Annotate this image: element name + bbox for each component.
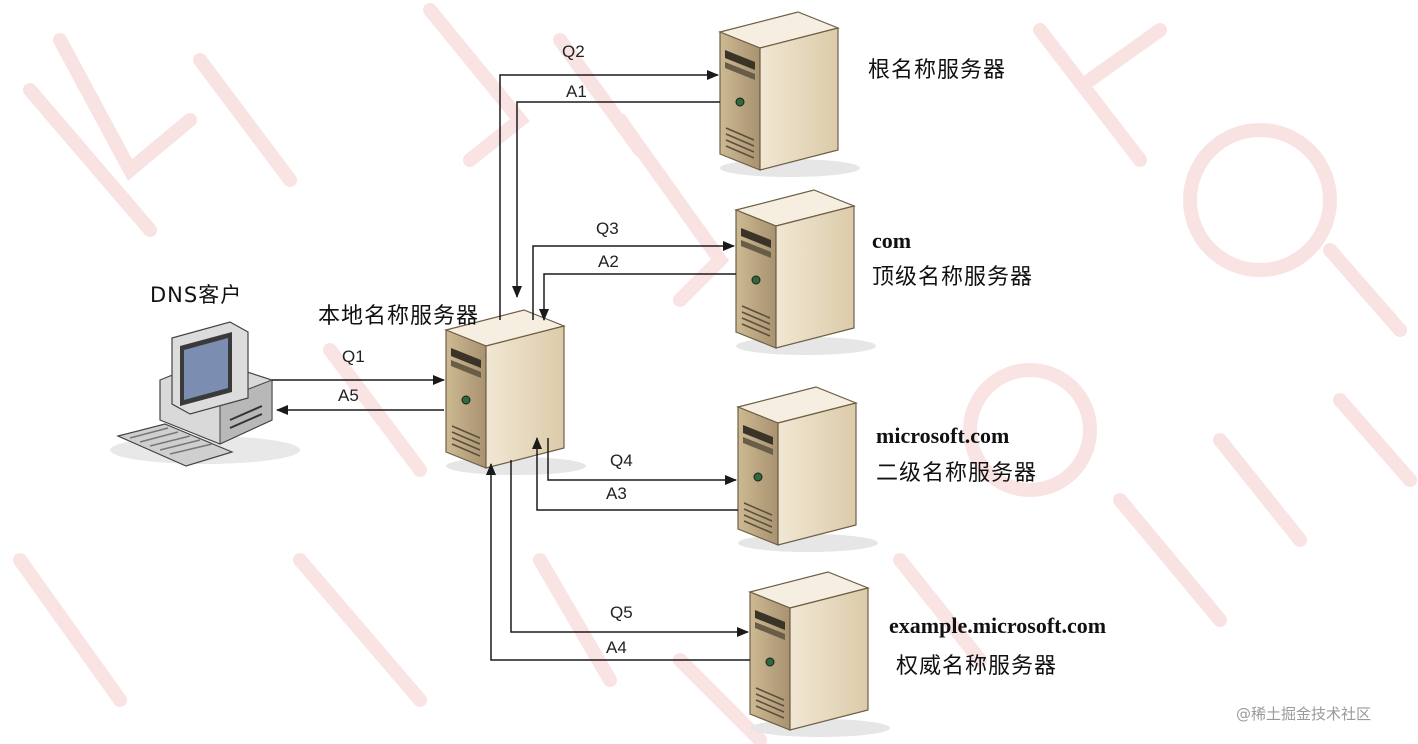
q2-arrow [499, 70, 719, 320]
source-credit: @稀土掘金技术社区 [1236, 705, 1372, 723]
a3-arrow [532, 437, 738, 511]
root-server-icon [719, 11, 861, 178]
com-domain-label: com [872, 228, 912, 253]
root-server-label: 根名称服务器 [868, 58, 1007, 83]
q3-label: Q3 [596, 219, 619, 238]
tld-server-icon [735, 189, 877, 356]
a1-arrow [512, 101, 720, 298]
a2-arrow [539, 273, 736, 321]
authoritative-server-icon [749, 571, 891, 738]
tld-server-label: 顶级名称服务器 [872, 265, 1034, 290]
q4-arrow [547, 438, 737, 485]
local-server-label: 本地名称服务器 [318, 304, 480, 329]
q3-arrow [532, 241, 735, 320]
a3-label: A3 [606, 484, 627, 503]
dns-client-label: DNS客户 [150, 283, 243, 307]
microsoft-domain-label: microsoft.com [876, 423, 1010, 448]
a2-label: A2 [598, 252, 619, 271]
q1-label: Q1 [342, 347, 365, 366]
a4-arrow [486, 463, 750, 661]
local-server-icon [445, 309, 587, 476]
q2-label: Q2 [562, 42, 585, 61]
q4-label: Q4 [610, 451, 633, 470]
a1-label: A1 [566, 82, 587, 101]
a4-label: A4 [606, 638, 627, 657]
a5-label: A5 [338, 386, 359, 405]
authoritative-server-label: 权威名称服务器 [896, 654, 1058, 679]
watermark [13, 3, 1417, 744]
example-domain-label: example.microsoft.com [889, 613, 1107, 638]
second-level-server-icon [737, 386, 879, 553]
q5-arrow [510, 460, 749, 637]
client-computer-icon [110, 321, 300, 467]
second-level-server-label: 二级名称服务器 [876, 461, 1038, 486]
q5-label: Q5 [610, 603, 633, 622]
